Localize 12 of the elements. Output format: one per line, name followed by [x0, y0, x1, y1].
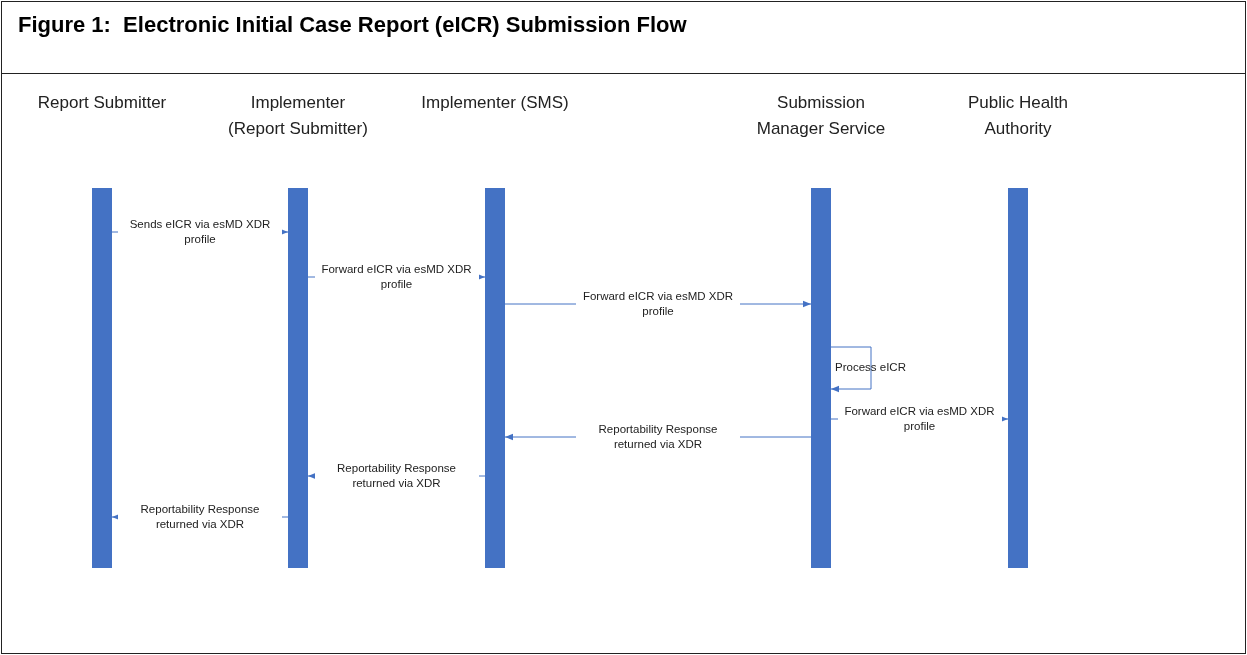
lifeline-heading: Report Submitter — [36, 92, 168, 114]
figure-title: Figure 1: Electronic Initial Case Report (eICR) Submission Flow — [18, 12, 687, 38]
lifeline-heading: Submission Manager Service — [755, 92, 887, 140]
edge-label: Forward eICR via esMD XDR profile — [314, 262, 479, 292]
lifeline-heading: Implementer (Report Submitter) — [227, 92, 369, 140]
message-arrow — [830, 346, 872, 393]
lifeline-heading: Public Health Authority — [966, 92, 1070, 140]
edge-label: Sends eICR via esMD XDR profile — [118, 217, 282, 247]
edge-label: Process eICR — [834, 360, 907, 375]
edge-label: Forward eICR via esMD XDR profile — [837, 404, 1002, 434]
edge-label: Forward eICR via esMD XDR profile — [576, 289, 740, 319]
lifeline-heading: Implementer (SMS) — [420, 92, 570, 114]
